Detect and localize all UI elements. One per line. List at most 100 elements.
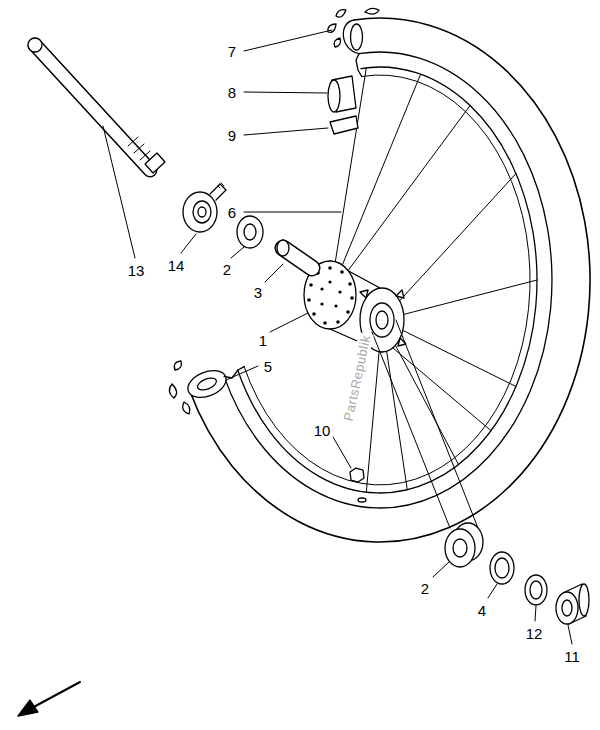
bearing xyxy=(237,216,263,248)
wheel-hub xyxy=(323,321,327,325)
spacer-sleeve xyxy=(277,240,312,268)
leader-line xyxy=(270,313,308,332)
tire xyxy=(184,365,230,402)
wheel-hub xyxy=(346,310,350,314)
valve-nut xyxy=(350,468,366,502)
watermark: PartsRepublik xyxy=(340,332,374,425)
inner-tube xyxy=(328,80,340,112)
callout-number: 4 xyxy=(476,602,488,619)
speedometer-gear xyxy=(193,201,211,223)
leader-line xyxy=(433,562,449,577)
axle xyxy=(28,38,42,52)
rim xyxy=(224,54,537,493)
explode-line xyxy=(372,320,478,528)
wheel-hub xyxy=(304,261,406,352)
wheel-hub xyxy=(350,296,354,300)
bearing xyxy=(445,523,483,567)
leader-line xyxy=(226,366,258,380)
rim xyxy=(356,54,362,77)
washer xyxy=(530,581,542,599)
bearing xyxy=(244,224,256,240)
speedometer-gear xyxy=(210,184,226,200)
leader-line xyxy=(535,606,536,621)
callout-number: 8 xyxy=(226,84,238,101)
wheel-hub xyxy=(376,311,388,329)
tire xyxy=(351,24,363,50)
bearing xyxy=(237,216,263,248)
leader-line xyxy=(244,30,332,51)
axle xyxy=(28,38,165,173)
leader-line xyxy=(244,92,327,93)
wheel-hub xyxy=(312,312,316,316)
callout-number: 3 xyxy=(252,284,264,301)
leader-line xyxy=(568,625,572,644)
tire xyxy=(336,10,346,18)
rim xyxy=(244,75,530,485)
speedometer-gear xyxy=(218,183,224,188)
explode-line xyxy=(396,320,478,528)
wheel-hub xyxy=(307,298,311,302)
tire xyxy=(365,8,379,14)
leader-line xyxy=(103,126,135,258)
bearing xyxy=(453,539,467,557)
rim-strip xyxy=(330,116,358,134)
valve-nut xyxy=(358,498,366,502)
spoke xyxy=(382,280,537,320)
tire xyxy=(174,361,181,370)
callout-number: 9 xyxy=(226,127,238,144)
wheel-hub xyxy=(336,320,340,324)
tire xyxy=(190,18,590,542)
callout-number: 7 xyxy=(226,43,238,60)
inner-tube xyxy=(328,76,356,112)
speedometer-gear xyxy=(198,207,206,217)
wheel-hub xyxy=(309,283,313,287)
leader-line xyxy=(265,264,283,282)
callout-number: 11 xyxy=(562,648,582,665)
callout-number: 2 xyxy=(221,261,233,278)
tire xyxy=(169,8,590,542)
rim xyxy=(238,67,537,493)
tire xyxy=(334,38,340,47)
tire xyxy=(196,376,218,393)
rim-strip xyxy=(330,116,358,134)
callout-number: 14 xyxy=(166,257,187,274)
wheel-hub xyxy=(328,266,332,270)
axle xyxy=(145,153,165,173)
callout-number: 6 xyxy=(226,204,238,221)
explode-line xyxy=(372,332,450,528)
oil-seal xyxy=(495,558,509,578)
callout-number: 12 xyxy=(524,625,545,642)
spoke xyxy=(330,68,537,492)
callout-number: 13 xyxy=(126,262,147,279)
bearing xyxy=(445,529,475,567)
leader-line xyxy=(181,234,196,253)
speedometer-gear xyxy=(183,183,226,232)
leader-line xyxy=(244,128,328,135)
leader-line xyxy=(333,437,351,468)
leader-line xyxy=(103,30,572,644)
wheel-hub xyxy=(334,304,337,307)
wheel-hub xyxy=(340,270,344,274)
tire xyxy=(224,52,552,508)
wheel-hub xyxy=(338,290,341,293)
wheel-hub xyxy=(328,280,331,283)
axle xyxy=(35,45,150,170)
wheel-hub xyxy=(348,282,352,286)
tire xyxy=(183,402,190,414)
oil-seal xyxy=(490,552,514,584)
washer xyxy=(525,575,547,605)
oil-seal xyxy=(490,552,514,584)
direction-arrow xyxy=(18,682,80,716)
collar xyxy=(562,600,572,616)
direction-arrow xyxy=(18,700,38,716)
axle xyxy=(128,137,150,160)
spoke xyxy=(330,74,421,295)
leader-line xyxy=(488,584,497,598)
spoke xyxy=(330,106,470,296)
leader-line xyxy=(244,212,341,213)
wheel-hub xyxy=(320,287,323,290)
callout-number: 1 xyxy=(257,332,269,349)
wheel-hub xyxy=(370,303,394,337)
